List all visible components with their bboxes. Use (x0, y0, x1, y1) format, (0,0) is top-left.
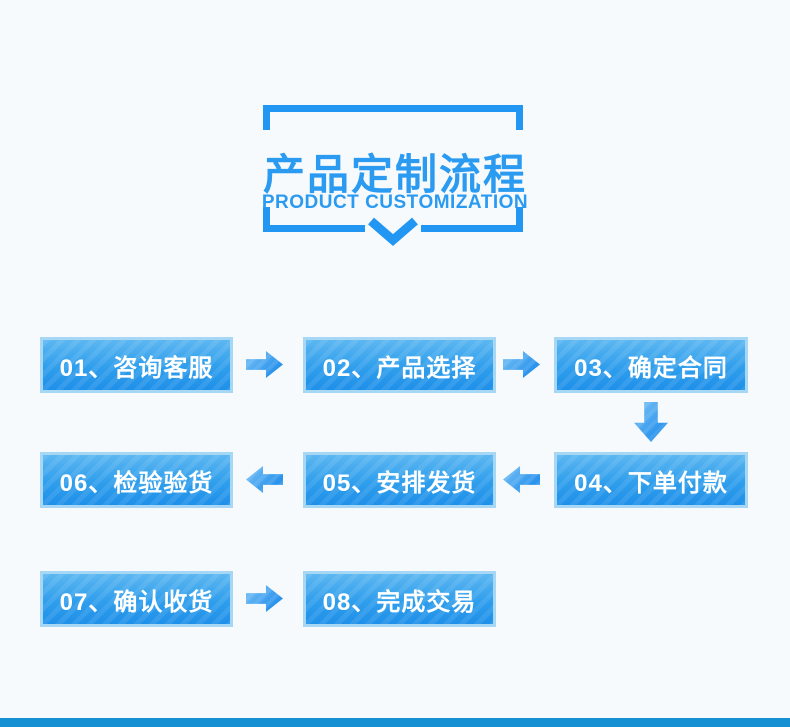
step-box-02: 02、产品选择 (303, 337, 496, 393)
title-frame-bottom-right-leg (516, 207, 523, 232)
step-box-06: 06、检验验货 (40, 452, 233, 508)
arrow-down-icon (634, 402, 668, 442)
page-subtitle: PRODUCT CUSTOMIZATION (261, 192, 529, 213)
step-box-03: 03、确定合同 (554, 337, 748, 393)
step-box-04: 04、下单付款 (554, 452, 748, 508)
arrow-right-icon (246, 585, 283, 612)
footer-bar (0, 718, 790, 727)
title-frame-top-bar (263, 105, 523, 112)
title-frame-bottom-left-leg (263, 207, 270, 232)
title-frame-top-right-leg (516, 105, 523, 130)
arrow-right-icon (503, 351, 540, 378)
title-frame-bottom-right-bar (421, 225, 523, 232)
page-title: 产品定制流程 (262, 151, 527, 198)
arrow-left-icon (246, 466, 283, 493)
title-frame-bottom-left-bar (263, 225, 365, 232)
step-box-01: 01、咨询客服 (40, 337, 233, 393)
chevron-down-icon (366, 217, 420, 253)
title-frame-top-left-leg (263, 105, 270, 130)
step-box-05: 05、安排发货 (303, 452, 496, 508)
step-box-07: 07、确认收货 (40, 571, 233, 627)
arrow-left-icon (503, 466, 540, 493)
step-box-08: 08、完成交易 (303, 571, 496, 627)
arrow-right-icon (246, 351, 283, 378)
